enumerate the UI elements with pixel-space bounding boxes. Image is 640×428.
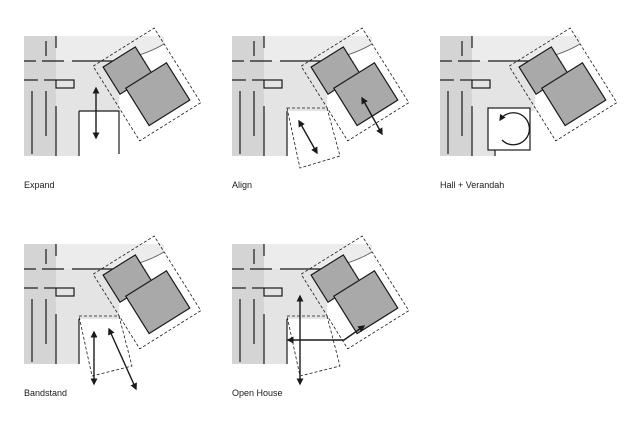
diagram-open-house [231,235,410,386]
caption-align: Align [232,180,253,190]
panel-expand: Expand [23,27,214,190]
panel-hall-verandah: Hall + Verandah [439,27,630,190]
open-house-arrow-horizontal [286,325,366,344]
diagram-hall-verandah [439,27,618,157]
panel-bandstand: Bandstand [23,235,214,398]
diagram-expand [23,27,202,157]
caption-hall-verandah: Hall + Verandah [440,180,505,190]
diagram-align [231,27,410,169]
align-arrow-left [298,119,318,155]
rotation-arrow [499,112,530,146]
caption-expand: Expand [24,180,55,190]
caption-open-house: Open House [232,388,283,398]
align-arrow-right [361,96,383,136]
panel-open-house: Open House [231,235,422,398]
caption-bandstand: Bandstand [24,388,68,398]
diagram-bandstand [23,235,202,391]
panel-align: Align [231,27,422,190]
bandstand-arrow-diagonal [108,327,137,391]
